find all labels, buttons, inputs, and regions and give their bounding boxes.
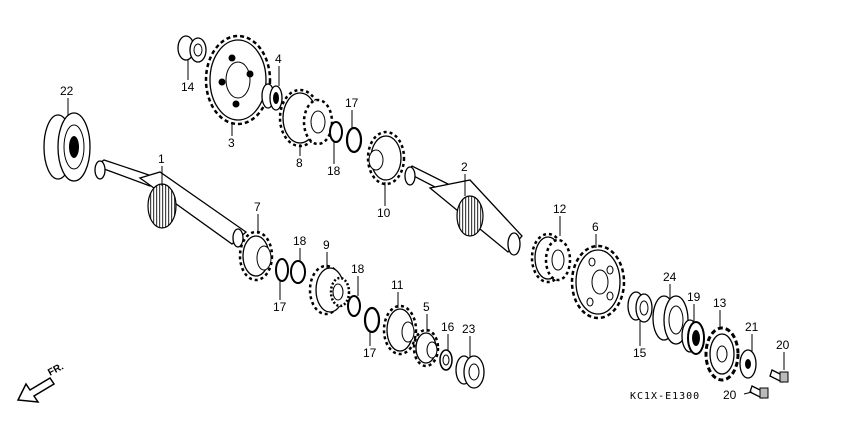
label-14: 14 [181, 80, 195, 94]
label-3: 3 [228, 136, 235, 150]
bolt-20-upper [769, 369, 789, 383]
label-17-upper: 17 [345, 96, 359, 110]
drawing-code: KC1X-E1300 [630, 391, 700, 402]
label-19: 19 [687, 290, 701, 304]
circlip-17-lower [363, 306, 381, 334]
gear-9 [308, 264, 351, 316]
washer-18-mid [290, 260, 306, 284]
mainshaft [94, 159, 248, 248]
gear-12 [530, 232, 572, 284]
bolt-20-lower [749, 385, 769, 399]
label-23: 23 [462, 322, 476, 336]
label-2: 2 [461, 160, 468, 174]
gear-10 [366, 130, 406, 186]
label-4: 4 [275, 52, 282, 66]
bearing-24 [652, 295, 689, 345]
gear-5 [412, 328, 440, 368]
circlip-17-upper [345, 126, 363, 154]
bushing-15 [627, 291, 653, 323]
label-9: 9 [323, 238, 330, 252]
gear-6 [570, 244, 626, 320]
circlip-17-mid [275, 258, 289, 282]
label-6: 6 [592, 220, 599, 234]
fixing-plate-21 [739, 349, 757, 379]
label-16: 16 [441, 320, 455, 334]
washer-16 [439, 349, 453, 371]
oil-seal-19 [681, 319, 705, 355]
part-labels: 22 1 2 3 4 5 6 7 8 9 10 11 12 13 14 15 1… [60, 52, 790, 402]
countershaft [404, 165, 523, 256]
leader-lines [67, 60, 785, 395]
bearing-22 [43, 112, 91, 182]
label-18-upper: 18 [327, 164, 341, 178]
gear-11 [382, 304, 418, 356]
label-12: 12 [553, 202, 567, 216]
sprocket-13 [704, 326, 740, 382]
front-direction-arrow: FR. [16, 361, 66, 403]
label-17-lower: 17 [363, 346, 377, 360]
bushing-14 [177, 35, 207, 63]
gear-8 [278, 88, 334, 148]
bushing-4 [261, 83, 283, 111]
label-22: 22 [60, 84, 74, 98]
label-11: 11 [391, 278, 404, 292]
label-1: 1 [158, 152, 165, 166]
label-15: 15 [633, 346, 647, 360]
label-24: 24 [663, 270, 677, 284]
gear-3 [204, 34, 272, 126]
label-5: 5 [423, 300, 430, 314]
label-21: 21 [745, 320, 759, 334]
label-10: 10 [377, 206, 391, 220]
washer-18-upper [329, 121, 343, 143]
label-8: 8 [296, 156, 303, 170]
bearing-23 [455, 355, 485, 389]
washer-18-lower [347, 295, 361, 317]
label-18-mid: 18 [293, 234, 307, 248]
label-18-lower: 18 [351, 262, 365, 276]
label-13: 13 [713, 296, 727, 310]
label-20-upper: 20 [776, 338, 790, 352]
front-direction-label: FR. [46, 361, 66, 378]
gear-7 [238, 230, 274, 282]
label-20-lower: 20 [723, 388, 737, 402]
label-7: 7 [254, 200, 261, 214]
label-17-mid: 17 [273, 300, 287, 314]
